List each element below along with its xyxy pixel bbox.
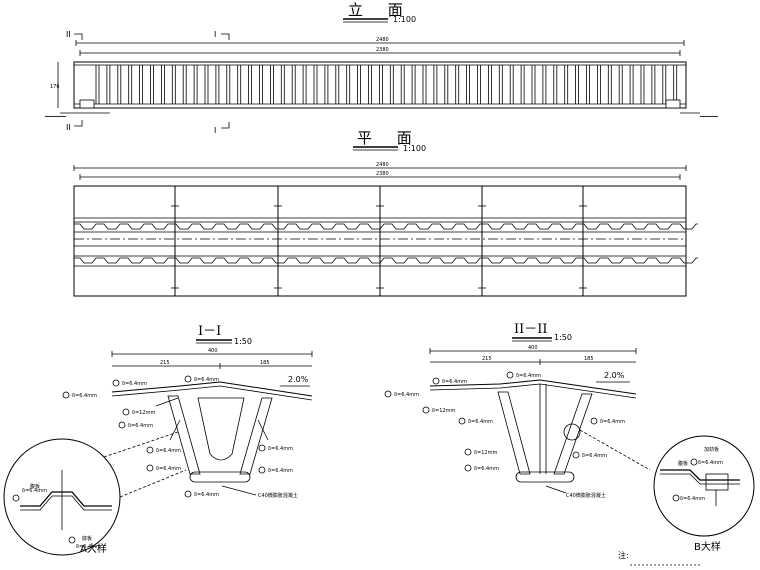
plan-dim-total: 2480 bbox=[376, 162, 389, 168]
callout-label: δ=6.4mm bbox=[194, 492, 219, 498]
callout-label: δ=6.4mm bbox=[268, 468, 293, 474]
callout-label: δ=6.4mm bbox=[582, 453, 607, 459]
plan-title: 平 面 bbox=[357, 129, 422, 147]
detail-b-stiff: 加劲板 bbox=[704, 446, 719, 453]
callout-label: δ=6.4mm bbox=[474, 466, 499, 472]
section-i-scale: 1:50 bbox=[234, 337, 252, 346]
svg-text:━━━━━━: ━━━━━━ bbox=[699, 114, 719, 120]
callout-label: δ=6.4mm bbox=[72, 393, 97, 399]
elevation-dim-inner: 2380 bbox=[376, 47, 389, 53]
elevation-dim-total: 2480 bbox=[376, 37, 389, 43]
elevation-scale: 1:100 bbox=[393, 15, 416, 24]
plan-corrugated-webs bbox=[74, 223, 698, 264]
section-i-concrete: C40微膨胀混凝土 bbox=[258, 492, 298, 499]
section-ii-dim-total: 400 bbox=[528, 345, 538, 351]
detail-b-thick2: δ=6.4mm bbox=[680, 496, 705, 502]
note-title: 注: bbox=[618, 550, 629, 560]
callout-label: δ=6.4mm bbox=[122, 381, 147, 387]
elevation-diaphragms bbox=[95, 65, 678, 104]
detail-b-plate: 腹板 bbox=[678, 460, 688, 467]
section-i-dim-total: 400 bbox=[208, 348, 218, 354]
detail-a-thick2: δ=6.4mm bbox=[76, 544, 101, 550]
callout-label: δ=6.4mm bbox=[468, 419, 493, 425]
detail-a-bottom: 底板 bbox=[82, 535, 92, 542]
section-i-title: I－I bbox=[198, 324, 221, 339]
section-ii-concrete: C40微膨胀混凝土 bbox=[566, 492, 606, 499]
callout-label: δ=12mm bbox=[132, 410, 155, 416]
detail-b: 腹板 加劲板 δ=6.4mm δ=6.4mm B大样 bbox=[653, 435, 755, 553]
section-mark-i-bot: I bbox=[214, 126, 216, 135]
section-i-slope: 2.0% bbox=[288, 375, 309, 384]
callout-label: δ=6.4mm bbox=[194, 377, 219, 383]
section-ii-dim-right: 185 bbox=[584, 356, 594, 362]
callout-label: δ=6.4mm bbox=[394, 392, 419, 398]
callout-label: δ=6.4mm bbox=[268, 446, 293, 452]
svg-text:━━━━━━━: ━━━━━━━ bbox=[44, 114, 67, 120]
plan-scale: 1:100 bbox=[403, 144, 426, 153]
section-i-dim-right: 185 bbox=[260, 360, 270, 366]
section-ii-title: II－II bbox=[514, 322, 548, 337]
callout-label: δ=6.4mm bbox=[156, 466, 181, 472]
detail-a-thick1: δ=6.4mm bbox=[22, 488, 47, 494]
section-i-callouts: δ=6.4mm δ=6.4mm δ=12mm δ=6.4mm δ=6.4mm δ… bbox=[62, 375, 293, 498]
plan-view: 平 面 1:100 2480 2380 bbox=[73, 129, 698, 297]
callout-label: δ=12mm bbox=[432, 408, 455, 414]
detail-b-title: B大样 bbox=[694, 540, 721, 553]
detail-b-thick1: δ=6.4mm bbox=[698, 460, 723, 466]
section-ii-view: II－II 1:50 400 215 185 2.0% C40微膨胀混凝土 δ=… bbox=[384, 322, 651, 499]
callout-label: δ=6.4mm bbox=[442, 379, 467, 385]
section-mark-ii-bot: II bbox=[66, 123, 71, 132]
section-ii-slope: 2.0% bbox=[604, 371, 625, 380]
callout-label: δ=6.4mm bbox=[156, 448, 181, 454]
callout-label: δ=6.4mm bbox=[600, 419, 625, 425]
elevation-title: 立 面 bbox=[348, 1, 413, 19]
detail-a-plate: 腹板 bbox=[30, 483, 40, 490]
section-ii-scale: 1:50 bbox=[554, 333, 572, 342]
detail-a: 腹板 底板 δ=6.4mm δ=6.4mm A大样 bbox=[3, 431, 187, 556]
section-ii-dim-left: 215 bbox=[482, 356, 492, 362]
section-mark-i-top: I bbox=[214, 30, 216, 39]
elevation-dim-height: 176 bbox=[50, 84, 60, 90]
plan-diaphragms bbox=[171, 186, 587, 296]
section-i-view: I－I 1:50 400 215 185 2.0% C40微膨胀混凝土 δ=6.… bbox=[62, 324, 313, 499]
callout-label: δ=12mm bbox=[474, 450, 497, 456]
section-mark-ii-top: II bbox=[66, 30, 71, 39]
plan-dim-inner: 2380 bbox=[376, 171, 389, 177]
callout-label: δ=6.4mm bbox=[516, 373, 541, 379]
callout-label: δ=6.4mm bbox=[128, 423, 153, 429]
elevation-view: 立 面 1:100 II I II I 2480 2380 176 ━━━━━━… bbox=[44, 1, 719, 135]
section-ii-callouts: δ=6.4mm δ=6.4mm δ=12mm δ=6.4mm δ=6.4mm δ… bbox=[384, 371, 625, 472]
section-i-dim-left: 215 bbox=[160, 360, 170, 366]
detail-a-title: A大样 bbox=[80, 542, 107, 555]
